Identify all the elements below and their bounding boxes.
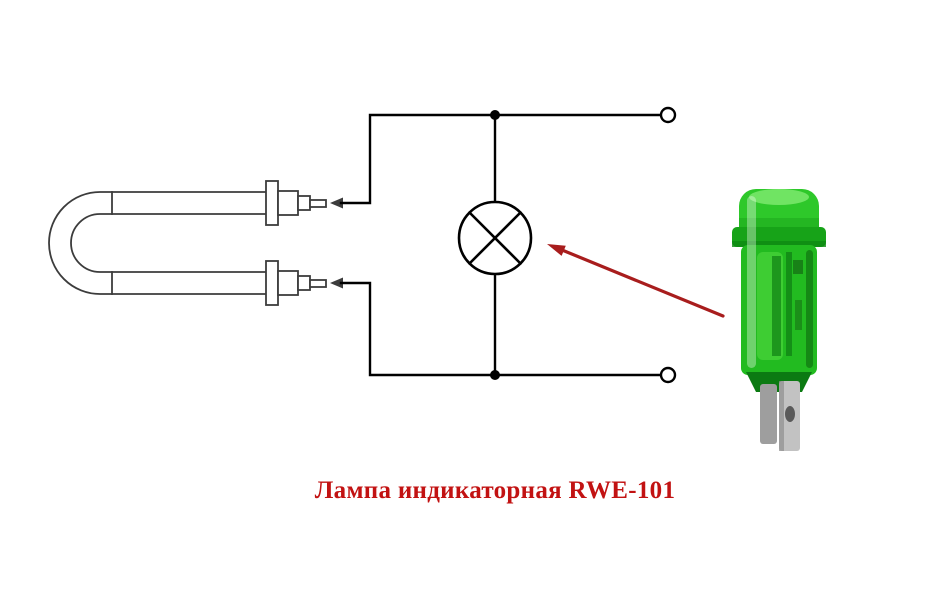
heater-tube-inner [70, 213, 269, 273]
heater-tube-outer [48, 191, 269, 295]
red-arrow-icon [547, 244, 725, 318]
indicator-lamp-photo [732, 189, 826, 451]
lamp-symbol-icon [457, 200, 533, 276]
lamp-cap-highlight [749, 189, 809, 205]
terminal-circle-top [659, 106, 677, 124]
lamp-terminal-hole [785, 406, 795, 422]
wire-top [339, 113, 663, 205]
circuit-wires [339, 113, 663, 377]
heater-terminal-lower [265, 260, 343, 306]
wire-bottom [339, 281, 663, 377]
junction-dot-top [490, 110, 500, 120]
lamp-terminal-back [760, 384, 777, 444]
crimp-arrow-upper-icon [330, 197, 343, 209]
caption-text: Лампа индикаторная RWE-101 [314, 477, 676, 504]
junction-dot-bottom [490, 370, 500, 380]
terminal-circle-bottom [659, 366, 677, 384]
crimp-arrow-lower-icon [330, 277, 343, 289]
heater-terminal-upper [265, 180, 343, 226]
heating-element [48, 180, 343, 306]
